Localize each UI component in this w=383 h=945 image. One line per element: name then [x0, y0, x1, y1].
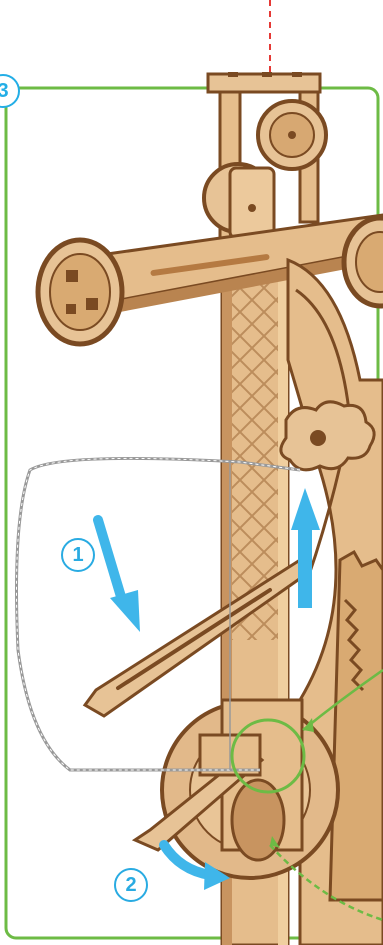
middle-pulley	[204, 164, 274, 238]
arrow-1-icon	[98, 520, 140, 632]
gear-teeth	[330, 552, 383, 900]
boom-left-wheel	[38, 240, 122, 344]
callout-1: 1	[61, 538, 95, 572]
callout-2: 2	[114, 868, 148, 902]
arrow-up-icon	[291, 488, 320, 608]
